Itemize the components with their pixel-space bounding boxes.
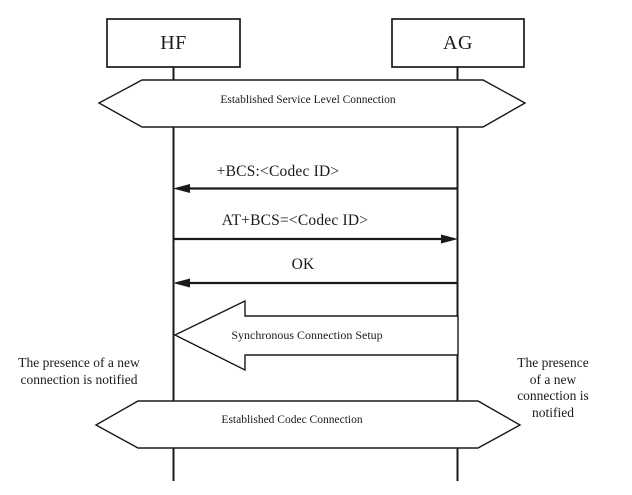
message-label-at-bcs: AT+BCS=<Codec ID> — [221, 212, 369, 229]
banner-codec-connection-hexagon — [94, 400, 522, 449]
banner-service-level-label: Established Service Level Connection — [220, 94, 396, 106]
participant-label-hf: HF — [160, 31, 187, 54]
banner-codec-connection-label: Established Codec Connection — [221, 414, 363, 426]
note-left-presence-notified: The presence of a new connection is noti… — [18, 355, 140, 387]
sync-connection-block-arrow — [173, 299, 459, 372]
message-label-ok: OK — [291, 256, 315, 273]
arrowhead-right-at-bcs — [441, 234, 458, 244]
arrowhead-left-bcs — [173, 184, 190, 193]
participant-label-ag: AG — [443, 31, 473, 54]
message-label-bcs-unsolicited: +BCS:<Codec ID> — [216, 163, 340, 180]
participant-box-ag — [391, 18, 525, 68]
arrowhead-left-ok — [173, 278, 190, 288]
sync-connection-label: Synchronous Connection Setup — [231, 328, 383, 342]
note-right-presence-notified: The presence of a new connection is noti… — [517, 355, 589, 420]
participant-box-hf — [106, 18, 241, 68]
banner-service-level-hexagon — [97, 79, 527, 128]
